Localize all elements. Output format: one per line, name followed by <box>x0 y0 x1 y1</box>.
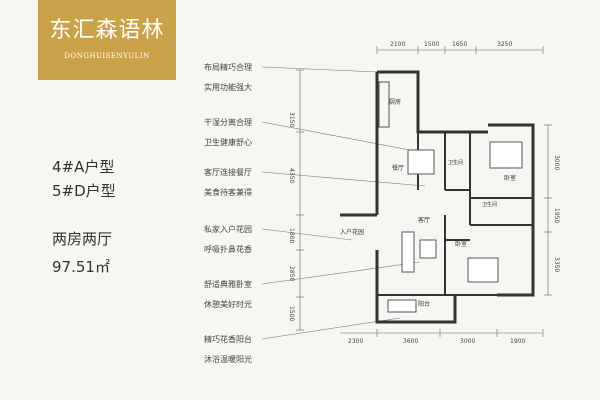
bottom-dimension-line <box>340 329 544 337</box>
coffee-table <box>419 239 437 259</box>
room-label-living: 客厅 <box>418 216 430 224</box>
room-label-entry-garden: 入户花园 <box>340 228 364 236</box>
feature-label: 实用功能强大 <box>204 83 252 92</box>
bed-2 <box>467 257 499 283</box>
logo-chinese-name: 东汇森语林 <box>49 18 165 43</box>
feature-label: 沐浴温暖阳光 <box>204 355 252 364</box>
feature-label: 呼吸扑鼻花香 <box>204 245 252 254</box>
dimension-label: 3350 <box>553 257 560 272</box>
right-dimension-line <box>544 124 552 296</box>
dimension-label: 1650 <box>452 41 467 48</box>
dimension-label: 2300 <box>348 338 363 345</box>
feature-label: 布局精巧合理 <box>204 63 252 72</box>
dimension-label: 3150 <box>288 112 295 127</box>
bed-1 <box>489 141 523 169</box>
dimension-label: 1900 <box>510 338 525 345</box>
feature-label: 精巧花香阳台 <box>204 335 252 344</box>
feature-label: 干湿分离合理 <box>204 118 252 127</box>
dimension-label: 2100 <box>390 41 405 48</box>
dimension-label: 3250 <box>497 41 512 48</box>
building-unit-type-1: 4#A户型 <box>52 158 115 176</box>
left-dimension-line <box>296 69 304 331</box>
dimension-labels: 2100 1500 1650 3250 2300 3600 3000 1900 … <box>288 41 560 345</box>
dimension-label: 1800 <box>288 228 295 243</box>
top-dimension-line <box>376 46 544 54</box>
room-label-bedroom-2: 卧室 <box>455 240 467 248</box>
feature-label: 休憩美好时光 <box>204 300 252 309</box>
logo-english-name: DONGHUISENYULIN <box>64 52 150 60</box>
brand-logo: 东汇森语林 DONGHUISENYULIN <box>38 0 176 80</box>
dimension-label: 1500 <box>288 306 295 321</box>
dimension-label: 3000 <box>460 338 475 345</box>
dining-table <box>407 149 435 175</box>
room-label-bathroom-2: 卫生间 <box>482 201 497 208</box>
sofa <box>401 231 415 273</box>
building-unit-type-2: 5#D户型 <box>52 182 116 200</box>
room-label-bathroom-1: 卫生间 <box>448 159 463 166</box>
exterior-walls <box>340 70 535 324</box>
feature-label: 舒适典雅卧室 <box>204 280 252 289</box>
feature-label: 卫生健康舒心 <box>204 138 252 147</box>
room-label-bedroom-1: 卧室 <box>504 174 516 182</box>
unit-area: 97.51㎡ <box>52 258 110 276</box>
layout-type: 两房两厅 <box>52 230 113 248</box>
dimension-label: 3000 <box>553 155 560 170</box>
feature-label: 客厅连接餐厅 <box>204 168 252 177</box>
feature-label: 美食待客兼得 <box>204 188 252 197</box>
dimension-label: 3600 <box>403 338 418 345</box>
room-label-dining: 餐厅 <box>392 164 404 172</box>
kitchen-counter <box>378 81 390 128</box>
dimension-label: 2850 <box>288 266 295 281</box>
room-label-kitchen: 厨房 <box>389 98 401 106</box>
dimension-label: 1950 <box>553 208 560 223</box>
leader-lines <box>261 66 426 340</box>
room-label-balcony: 阳台 <box>418 300 430 308</box>
dimension-label: 4350 <box>288 168 295 183</box>
balcony-lounger <box>387 299 417 313</box>
feature-label: 私家入户花园 <box>204 225 252 234</box>
dimension-label: 1500 <box>424 41 439 48</box>
